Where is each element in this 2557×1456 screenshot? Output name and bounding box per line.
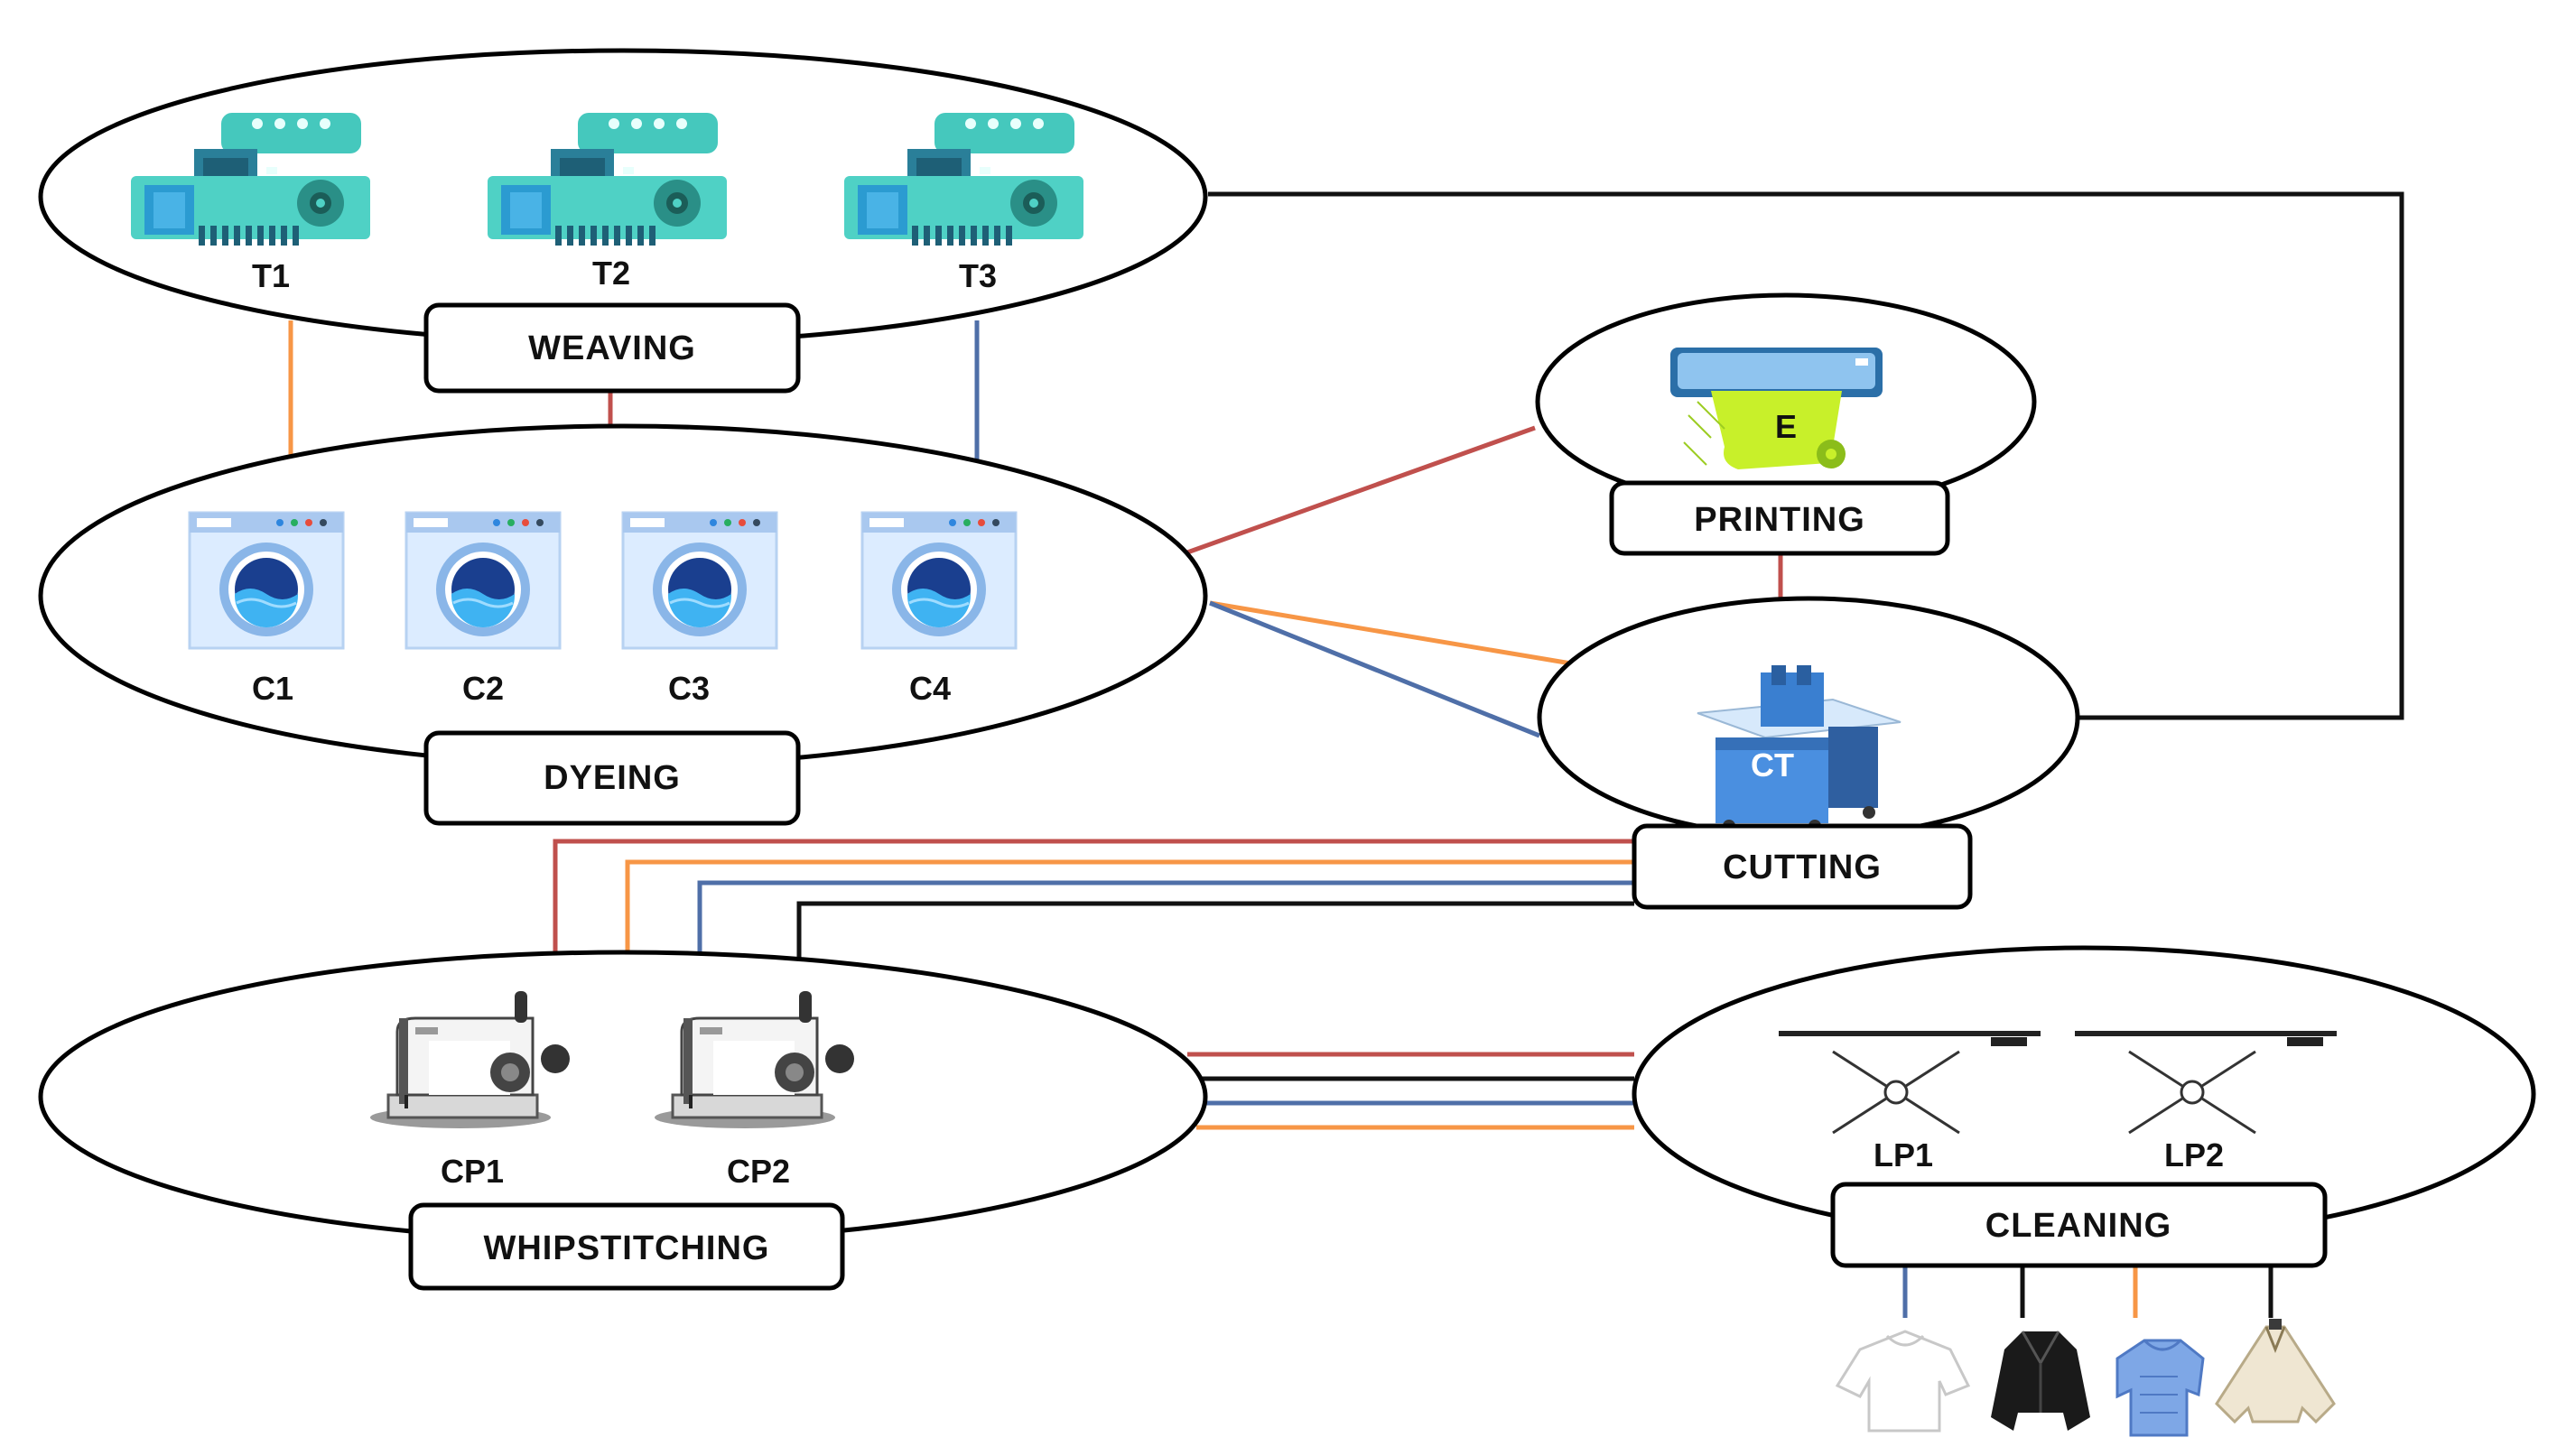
cleaning-label-box: [1830, 1182, 2328, 1268]
dyeing-label: DYEING: [544, 759, 681, 797]
washing-machine-icon: [860, 511, 1018, 650]
dyeing-label-box: [423, 730, 801, 826]
machine-label-lp2: LP2: [2164, 1136, 2224, 1173]
whipstitching-label-box: [408, 1202, 845, 1291]
weaving-label-box: [423, 302, 801, 394]
dyeing-stage: C1 C2 C3 C4 DYEING: [38, 423, 1208, 826]
connector-dyeing-cutting-blue: [1209, 600, 1540, 738]
machine-label-t2: T2: [592, 255, 630, 292]
connector-dyeing-cutting-orange: [1209, 600, 1572, 666]
connector-cutting-whipstitching-blue: [697, 880, 1634, 959]
washing-machine-icon: [188, 511, 345, 650]
printing-stage: E PRINTING: [1535, 292, 2037, 556]
machine-label-ct: CT: [1751, 747, 1794, 784]
whipstitching-label: WHIPSTITCHING: [484, 1229, 770, 1267]
machine-label-cp1: CP1: [441, 1153, 504, 1190]
whipstitching-stage: CP1 CP2 WHIPSTITCHING: [38, 950, 1208, 1291]
machine-label-cp2: CP2: [727, 1153, 790, 1190]
machine-label-lp1: LP1: [1874, 1136, 1933, 1173]
machine-label-t1: T1: [252, 257, 290, 294]
black-jacket-icon: [1991, 1331, 2090, 1431]
cutting-label: CUTTING: [1723, 849, 1882, 886]
printing-label: PRINTING: [1694, 501, 1865, 539]
printer-icon: [1670, 348, 1883, 469]
cleaning-label: CLEANING: [1985, 1207, 2171, 1245]
machine-label-c3: C3: [668, 670, 710, 707]
machine-label-c4: C4: [909, 670, 951, 707]
machine-label-t3: T3: [959, 257, 997, 294]
connector-cutting-whipstitching-black: [796, 901, 1634, 960]
machine-label-c1: C1: [252, 670, 293, 707]
garments-output: [1835, 1319, 2336, 1437]
cream-poncho-icon: [2215, 1319, 2336, 1424]
connector-dyeing-printing-red: [1186, 425, 1536, 555]
cutting-label-box: [1632, 823, 1973, 910]
connector-weaving-cutting-black: [1208, 191, 2404, 720]
connector-lines: [288, 191, 2404, 1318]
blue-shirt-icon: [2115, 1339, 2205, 1437]
washing-machine-icon: [404, 511, 562, 650]
cutting-table-icon: [1697, 665, 1901, 832]
washing-machine-icon: [621, 511, 778, 650]
printing-label-box: [1609, 480, 1950, 556]
weaving-stage: T1 T2 T3 WEAVING: [38, 48, 1208, 394]
connector-cutting-whipstitching-orange: [625, 859, 1634, 957]
white-shirt-icon: [1835, 1330, 1971, 1433]
weaving-label: WEAVING: [528, 329, 696, 367]
machine-label-c2: C2: [462, 670, 504, 707]
cutting-stage: CT CUTTING: [1537, 596, 2080, 910]
machine-label-e: E: [1775, 408, 1797, 445]
cleaning-stage: LP1 LP2 CLEANING: [1632, 945, 2536, 1268]
connector-cutting-whipstitching-red: [553, 839, 1634, 955]
whipstitching-ellipse: [38, 950, 1208, 1244]
